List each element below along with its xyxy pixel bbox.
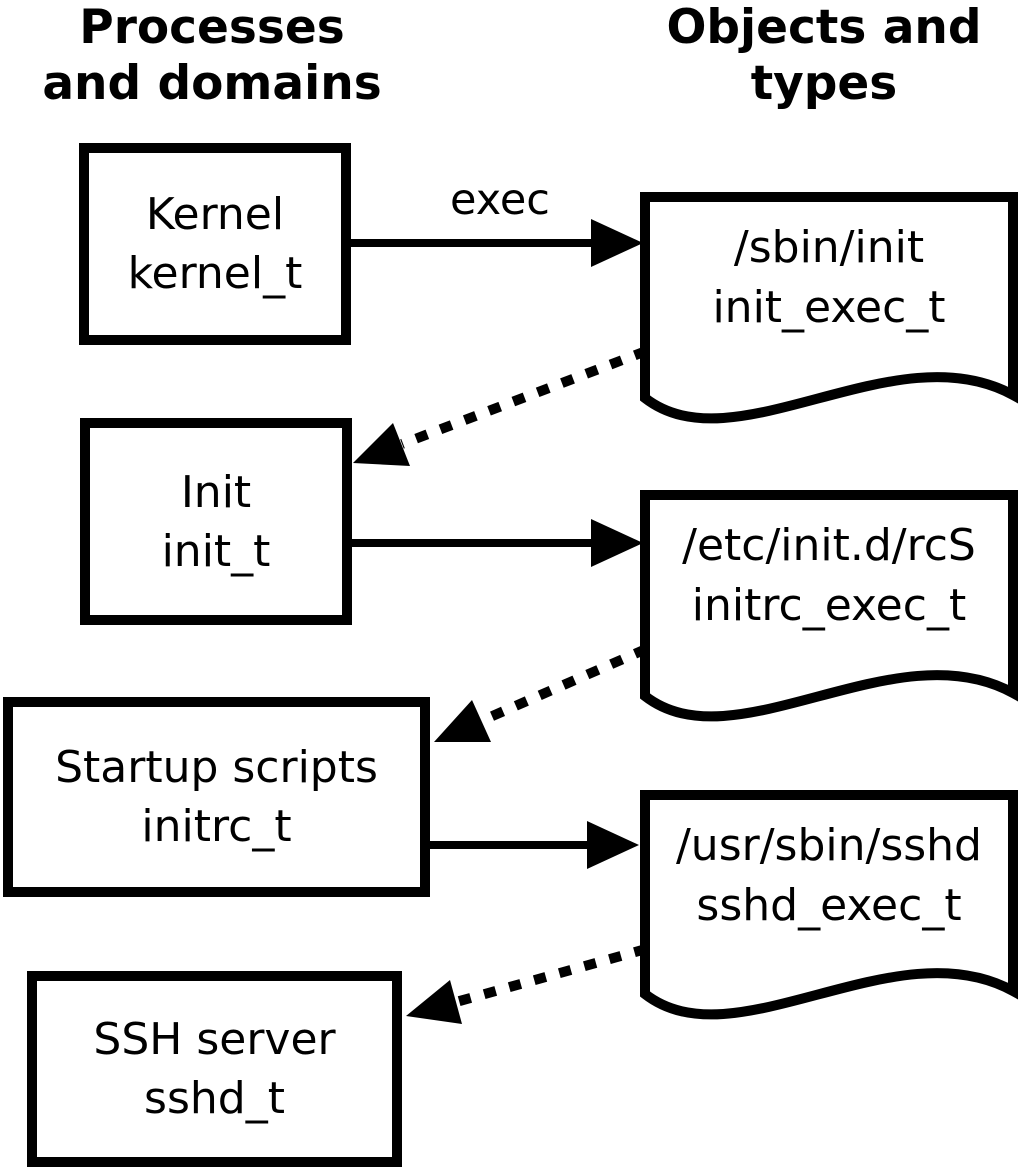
object-doc-sbin-init-type: init_exec_t bbox=[712, 282, 946, 333]
dotted-arrowhead-init-exec-to-init bbox=[353, 423, 410, 466]
exec-arrow-label: exec bbox=[450, 175, 550, 225]
process-box-startup-scripts: Startup scripts initrc_t bbox=[3, 697, 430, 897]
process-box-ssh-server-label: SSH server bbox=[93, 1014, 336, 1065]
object-doc-usr-sbin-sshd-path: /usr/sbin/sshd bbox=[675, 820, 982, 871]
process-box-kernel: Kernel kernel_t bbox=[79, 143, 351, 345]
solid-arrowhead-initrc-to-sshd-exec bbox=[587, 821, 639, 869]
dotted-arrow-sshd-exec-to-sshd bbox=[454, 944, 648, 1007]
column-header-processes: Processes and domains bbox=[0, 0, 424, 112]
object-doc-usr-sbin-sshd-type: sshd_exec_t bbox=[696, 880, 962, 931]
process-box-kernel-label: Kernel bbox=[145, 189, 285, 240]
process-box-kernel-type: kernel_t bbox=[127, 248, 303, 299]
process-box-ssh-server-type: sshd_t bbox=[144, 1073, 285, 1124]
dotted-arrow-initrc-exec-to-initrc bbox=[479, 644, 648, 726]
dotted-arrow-init-exec-to-init bbox=[400, 346, 648, 449]
document-shape-usr-sbin-sshd bbox=[640, 790, 1018, 1020]
solid-arrowhead-init-to-initrc-exec bbox=[591, 519, 643, 567]
document-shape-etc-initd-rcs bbox=[640, 490, 1018, 722]
object-doc-usr-sbin-sshd: /usr/sbin/sshd sshd_exec_t bbox=[645, 816, 1013, 936]
process-box-startup-scripts-label: Startup scripts bbox=[55, 742, 378, 793]
document-shape-sbin-init bbox=[640, 192, 1018, 424]
process-box-init: Init init_t bbox=[80, 418, 352, 625]
column-header-objects: Objects and types bbox=[622, 0, 1024, 112]
column-header-processes-line2: and domains bbox=[42, 56, 382, 111]
object-doc-etc-initd-rcs-path: /etc/init.d/rcS bbox=[682, 520, 976, 571]
process-box-startup-scripts-type: initrc_t bbox=[141, 801, 292, 852]
object-doc-sbin-init: /sbin/init init_exec_t bbox=[645, 218, 1013, 338]
dotted-arrowhead-initrc-exec-to-initrc bbox=[434, 700, 491, 742]
solid-arrowhead-kernel-to-init-exec bbox=[591, 219, 643, 267]
process-box-init-label: Init bbox=[180, 466, 252, 518]
object-doc-sbin-init-path: /sbin/init bbox=[733, 222, 925, 273]
process-box-ssh-server: SSH server sshd_t bbox=[27, 971, 402, 1167]
dotted-arrowhead-sshd-exec-to-sshd bbox=[406, 980, 462, 1024]
process-box-init-type: init_t bbox=[161, 525, 271, 577]
column-header-processes-line1: Processes bbox=[79, 0, 345, 55]
column-header-objects-line2: types bbox=[750, 56, 898, 111]
object-doc-etc-initd-rcs: /etc/init.d/rcS initrc_exec_t bbox=[645, 516, 1013, 636]
column-header-objects-line1: Objects and bbox=[666, 0, 982, 55]
object-doc-etc-initd-rcs-type: initrc_exec_t bbox=[691, 580, 967, 631]
